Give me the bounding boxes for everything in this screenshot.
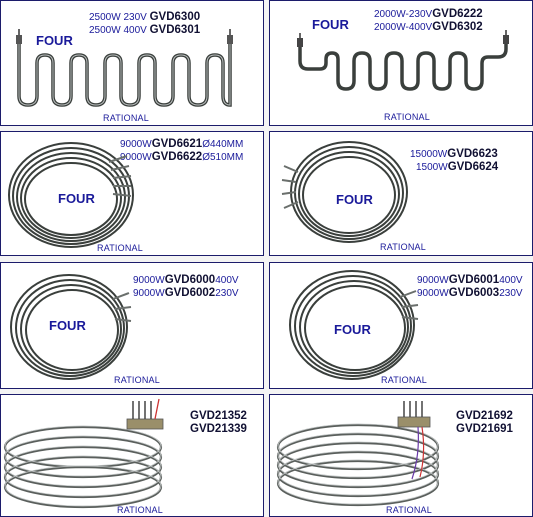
four-label: FOUR bbox=[36, 33, 73, 48]
four-label: FOUR bbox=[58, 191, 95, 206]
spec-line-1: 9000WGVD6001400V bbox=[417, 274, 523, 286]
stacked-ring-heating-element-image bbox=[276, 401, 440, 507]
brand-label: RATIONAL bbox=[117, 505, 163, 515]
brand-label: RATIONAL bbox=[103, 113, 149, 123]
four-label: FOUR bbox=[49, 318, 86, 333]
spec-line-1: 15000WGVD6623 bbox=[410, 148, 498, 160]
spec-line-2: 2500W 400V GVD6301 bbox=[89, 24, 201, 36]
round-heating-element-image bbox=[281, 141, 408, 243]
product-panel-gvd6222: 2000W-230VGVD6222 2000W-400VGVD6302 FOUR… bbox=[269, 0, 533, 126]
product-panel-gvd21352: GVD21352 GVD21339 RATIONAL bbox=[0, 394, 264, 517]
brand-label: RATIONAL bbox=[380, 242, 426, 252]
four-label: FOUR bbox=[334, 322, 371, 337]
four-label: FOUR bbox=[336, 192, 373, 207]
stacked-ring-heating-element-image bbox=[3, 398, 164, 509]
product-panel-gvd6623: 15000WGVD6623 1500WGVD6624 FOUR RATIONAL bbox=[269, 131, 533, 256]
product-panel-gvd6001: 9000WGVD6001400V 9000WGVD6003230V FOUR R… bbox=[269, 262, 533, 389]
serpentine-heating-element-image bbox=[297, 30, 509, 91]
spec-line-2: 9000WGVD6003230V bbox=[417, 287, 523, 299]
brand-label: RATIONAL bbox=[114, 375, 160, 385]
brand-label: RATIONAL bbox=[384, 112, 430, 122]
product-panel-gvd6621: 9000WGVD6621Ø440MM 9000WGVD6622Ø510MM FO… bbox=[0, 131, 264, 256]
brand-label: RATIONAL bbox=[97, 243, 143, 253]
product-panel-gvd21692: GVD21692 GVD21691 RATIONAL bbox=[269, 394, 533, 517]
product-code-2: GVD21339 bbox=[190, 423, 247, 435]
spec-line-2: 9000WGVD6622Ø510MM bbox=[120, 151, 244, 163]
product-code-1: GVD21352 bbox=[190, 410, 247, 422]
spec-line-1: 2000W-230VGVD6222 bbox=[374, 8, 483, 20]
spec-line-1: 2500W 230V GVD6300 bbox=[89, 11, 201, 23]
spec-line-1: 9000WGVD6000400V bbox=[133, 274, 239, 286]
four-label: FOUR bbox=[312, 17, 349, 32]
round-heating-element-image bbox=[8, 142, 134, 248]
product-code-2: GVD21691 bbox=[456, 423, 513, 435]
spec-line-2: 2000W-400VGVD6302 bbox=[374, 21, 483, 33]
product-code-1: GVD21692 bbox=[456, 410, 513, 422]
product-panel-gvd6000: 9000WGVD6000400V 9000WGVD6002230V FOUR R… bbox=[0, 262, 264, 389]
round-heating-element-image bbox=[10, 274, 132, 380]
spec-line-2: 1500WGVD6624 bbox=[416, 161, 499, 173]
brand-label: RATIONAL bbox=[386, 505, 432, 515]
serpentine-heating-element-image bbox=[16, 29, 233, 107]
product-panel-gvd6300: 2500W 230V GVD6300 2500W 400V GVD6301 FO… bbox=[0, 0, 264, 126]
spec-line-1: 9000WGVD6621Ø440MM bbox=[120, 138, 244, 150]
round-heating-element-image bbox=[289, 270, 419, 380]
spec-line-2: 9000WGVD6002230V bbox=[133, 287, 239, 299]
brand-label: RATIONAL bbox=[381, 375, 427, 385]
